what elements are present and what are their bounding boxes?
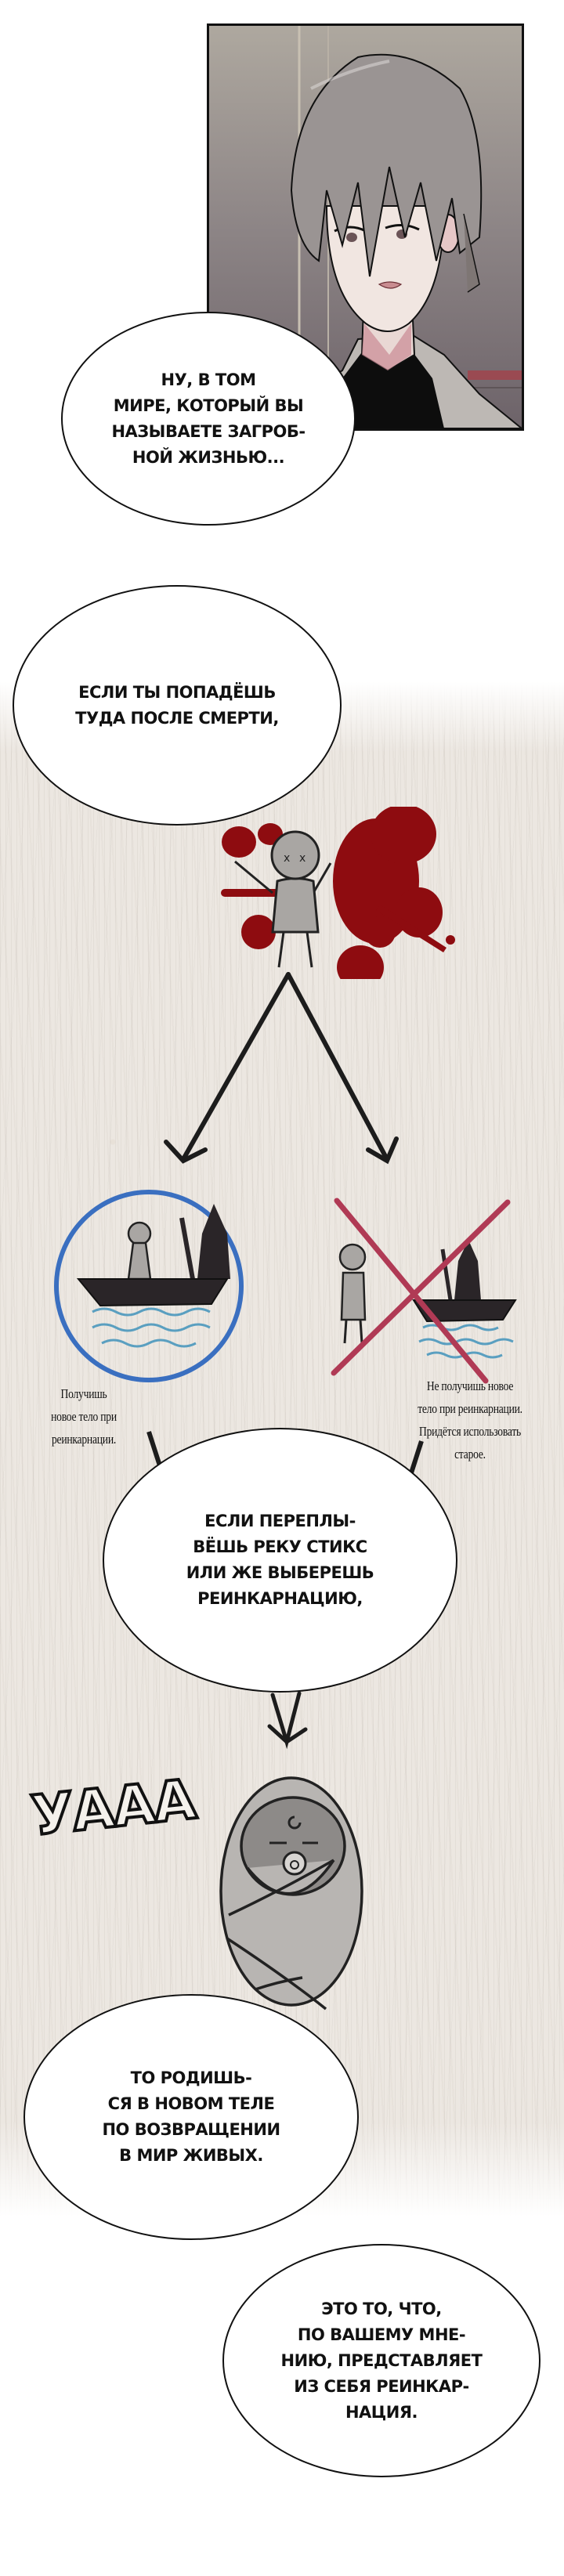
pacifier-icon [282, 1851, 307, 1876]
option-old-body-illustration [331, 1198, 517, 1384]
water-icon [418, 1324, 514, 1359]
svg-text:x: x [284, 852, 290, 865]
blue-circle-icon [54, 1190, 244, 1382]
arrow-right-icon [286, 972, 389, 1162]
speech-bubble-1-text: НУ, В ТОМ МИРЕ, КОТОРЫЙ ВЫ НАЗЫВАЕТЕ ЗАГ… [111, 370, 306, 467]
water-icon [92, 1307, 211, 1348]
speech-bubble-2-text: ЕСЛИ ТЫ ПОПАДЁШЬ ТУДА ПОСЛЕ СМЕРТИ, [75, 682, 279, 728]
dead-figure-illustration: x x [221, 807, 455, 979]
red-cross-icon [331, 1198, 511, 1384]
speech-bubble-3: ЕСЛИ ПЕРЕПЛЫ- ВЁШЬ РЕКУ СТИКС ИЛИ ЖЕ ВЫБ… [103, 1428, 457, 1693]
caption-old-body: Не получишь новое тело при реинкарнации.… [418, 1378, 522, 1461]
speech-bubble-2: ЕСЛИ ТЫ ПОПАДЁШЬ ТУДА ПОСЛЕ СМЕРТИ, [13, 585, 342, 826]
speech-bubble-4-text: ТО РОДИШЬ- СЯ В НОВОМ ТЕЛЕ ПО ВОЗВРАЩЕНИ… [102, 2068, 280, 2165]
doll-icon: x x [234, 830, 332, 968]
branch-arrows [164, 972, 399, 1165]
swaddled-baby-illustration [219, 1776, 363, 2011]
option-new-body-illustration [54, 1190, 244, 1382]
speech-bubble-1: НУ, В ТОМ МИРЕ, КОТОРЫЙ ВЫ НАЗЫВАЕТЕ ЗАГ… [61, 312, 356, 526]
svg-text:x: x [299, 852, 306, 865]
arrow-down-icon [267, 1691, 308, 1750]
blood-splatter-icon [221, 807, 455, 979]
speech-bubble-3-text: ЕСЛИ ПЕРЕПЛЫ- ВЁШЬ РЕКУ СТИКС ИЛИ ЖЕ ВЫБ… [186, 1512, 374, 1608]
boat-icon [412, 1299, 517, 1323]
arrow-left-icon [181, 972, 291, 1162]
boat-icon [76, 1278, 229, 1307]
speech-bubble-4: ТО РОДИШЬ- СЯ В НОВОМ ТЕЛЕ ПО ВОЗВРАЩЕНИ… [24, 1994, 359, 2240]
speech-bubble-5-text: ЭТО ТО, ЧТО, ПО ВАШЕМУ МНЕ- НИЮ, ПРЕДСТА… [280, 2299, 483, 2422]
caption-new-body: Получишь новое тело при реинкарнации. [51, 1386, 117, 1447]
speech-bubble-5: ЭТО ТО, ЧТО, ПО ВАШЕМУ МНЕ- НИЮ, ПРЕДСТА… [222, 2244, 540, 2477]
